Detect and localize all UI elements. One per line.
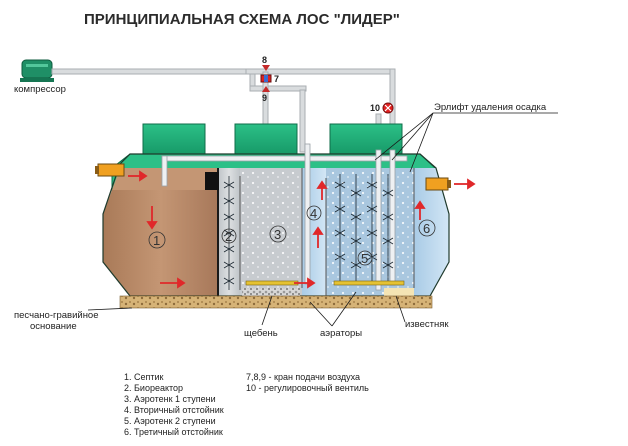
legend-item: 6. Третичный отстойник — [124, 427, 223, 437]
aerator-1 — [245, 280, 299, 286]
valve-10-icon — [382, 102, 394, 114]
aerator-2 — [333, 280, 405, 286]
valve-8-label: 8 — [262, 55, 267, 65]
outlet-pipe-icon — [425, 177, 451, 191]
bio-brushes — [223, 174, 394, 290]
chamber-4-number: 4 — [310, 206, 317, 221]
valve-9-label: 9 — [262, 93, 267, 103]
legend-item: 7,8,9 - кран подачи воздуха — [246, 372, 361, 382]
legend-chambers: 1. Септик 2. Биореактор 3. Аэротенк 1 ст… — [124, 372, 224, 438]
inlet-pipe-icon — [95, 163, 125, 177]
legend-item: 10 - регулировочный вентиль — [246, 383, 369, 393]
chamber-5-number: 5 — [361, 251, 368, 266]
chamber-6-number: 6 — [423, 221, 430, 236]
callout-lines — [87, 112, 558, 327]
valve-7-icon — [260, 74, 272, 83]
legend-item: 5. Аэротенк 2 ступени — [124, 416, 216, 426]
legend-item: 1. Септик — [124, 372, 164, 382]
valve-9-icon — [262, 86, 270, 92]
legend-valves: 7,8,9 - кран подачи воздуха 10 - регулир… — [246, 372, 369, 394]
gravel-label: щебень — [244, 328, 278, 339]
chamber-3-number: 3 — [274, 227, 281, 242]
limestone-label: известняк — [405, 319, 449, 330]
chamber-1-number: 1 — [153, 233, 160, 248]
legend-item: 3. Аэротенк 1 ступени — [124, 394, 216, 404]
lid-middle — [234, 123, 298, 155]
valve-10-label: 10 — [370, 103, 380, 113]
compressor-label: компрессор — [14, 84, 66, 95]
valve-7-label: 7 — [274, 74, 279, 84]
diagram-title: ПРИНЦИПИАЛЬНАЯ СХЕМА ЛОС "ЛИДЕР" — [84, 11, 400, 28]
gravel-layer — [242, 288, 300, 296]
legend-item: 2. Биореактор — [124, 383, 184, 393]
sand-gravel-label-line1: песчано-гравийное — [14, 310, 99, 321]
chamber-2-number: 2 — [225, 229, 232, 244]
air-pipes — [51, 68, 396, 165]
lid-left — [142, 123, 206, 155]
limestone-layer — [384, 288, 414, 296]
aerators-label: аэраторы — [320, 328, 362, 339]
sand-gravel-base — [119, 295, 433, 309]
chamber-numbers — [148, 205, 436, 266]
legend-item: 4. Вторичный отстойник — [124, 405, 224, 415]
valve-8-icon — [262, 65, 270, 71]
flow-arrows — [128, 170, 476, 289]
lid-right — [329, 123, 403, 155]
airlift-label: Эрлифт удаления осадка — [434, 102, 547, 113]
compressor-icon — [20, 59, 54, 82]
sand-gravel-label-line2: основание — [30, 321, 77, 332]
